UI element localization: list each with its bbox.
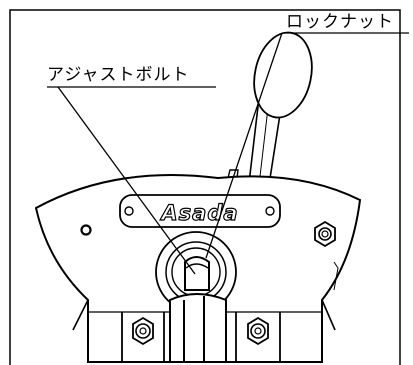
body-hole-left bbox=[80, 224, 92, 236]
brand-name: Asada bbox=[159, 201, 238, 225]
nameplate-screw-right bbox=[265, 206, 275, 216]
hex-nut-bottom-left bbox=[121, 312, 165, 362]
adjust-bolt-label: アジャストボルト bbox=[47, 65, 189, 85]
nameplate: Asada bbox=[119, 194, 281, 228]
lock-nut-label: ロックナット bbox=[286, 12, 394, 32]
hex-nut-right bbox=[314, 220, 336, 248]
hex-nut-bottom-right bbox=[235, 312, 281, 362]
lower-block bbox=[169, 293, 227, 362]
lock-nut-leader bbox=[205, 32, 283, 259]
adjust-bolt-leader bbox=[57, 86, 196, 275]
diagram-frame bbox=[9, 9, 401, 365]
adjust-bolt bbox=[184, 256, 210, 291]
nameplate-screw-left bbox=[124, 206, 134, 216]
leader-lines bbox=[47, 32, 409, 275]
